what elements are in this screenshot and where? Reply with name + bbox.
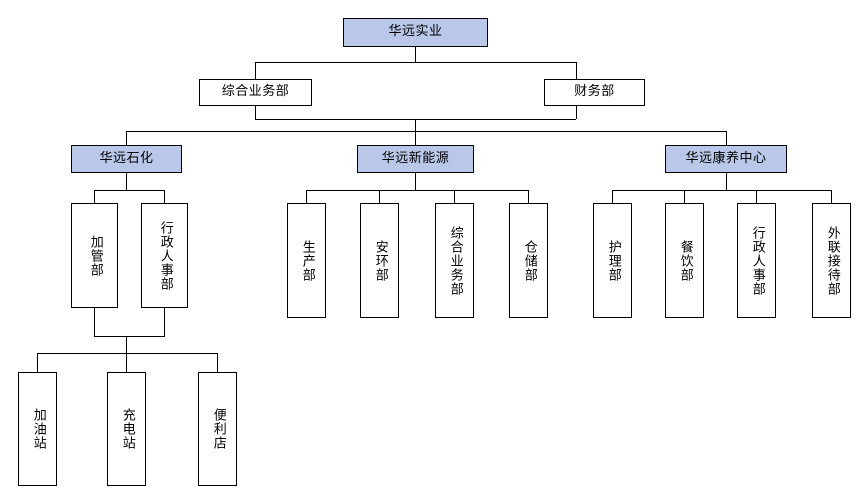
connector-outlet-drop-3 xyxy=(217,353,218,372)
node-label: 生产部 xyxy=(299,239,315,282)
node-label: 华远康养中心 xyxy=(685,150,767,166)
node-label: 华远新能源 xyxy=(381,150,450,166)
node-dept-external-liaison-reception[interactable]: 外联接待部 xyxy=(812,203,851,318)
node-dept-general-business-newenergy[interactable]: 综合业务部 xyxy=(435,203,474,318)
node-dept-warehousing[interactable]: 仓储部 xyxy=(509,203,548,318)
connector-newenergy-bus xyxy=(306,190,528,191)
node-label: 综合业务部 xyxy=(221,84,290,100)
connector-petrochem-drop-2 xyxy=(164,190,165,203)
connector-root-stem xyxy=(415,47,416,62)
node-label: 护理部 xyxy=(605,239,621,282)
connector-staff-exit-left xyxy=(255,106,256,119)
node-label: 行政人事部 xyxy=(749,225,765,296)
node-label: 安环部 xyxy=(372,239,388,282)
node-root-huayuan-industry[interactable]: 华远实业 xyxy=(343,18,488,47)
node-label: 加管部 xyxy=(87,234,103,277)
connector-healthcare-stem xyxy=(726,173,727,190)
connector-petrochem-bus xyxy=(94,190,164,191)
connector-adminhr-exit xyxy=(164,308,165,336)
node-dept-nursing[interactable]: 护理部 xyxy=(593,203,632,318)
node-label: 便利店 xyxy=(210,408,226,450)
connector-outlet-drop-2 xyxy=(126,353,127,372)
connector-healthcare-drop-2 xyxy=(684,190,685,203)
connector-staff-bus-top xyxy=(255,62,576,63)
connector-staff-exit-right xyxy=(576,106,577,119)
connector-subsidiary-bus xyxy=(126,131,726,132)
connector-outlet-stem xyxy=(126,336,127,353)
node-label: 加油站 xyxy=(30,408,46,450)
connector-staff-drop-left xyxy=(255,62,256,79)
node-outlet-charging-station[interactable]: 充电站 xyxy=(107,372,146,486)
connector-petrochem-stem xyxy=(126,173,127,190)
node-subsidiary-new-energy[interactable]: 华远新能源 xyxy=(357,145,474,173)
connector-newenergy-drop-1 xyxy=(306,190,307,203)
node-dept-safety-environment[interactable]: 安环部 xyxy=(360,203,399,318)
connector-subsidiary-drop-newenergy xyxy=(415,131,416,145)
connector-trunk-to-subsidiary-bus xyxy=(415,119,416,131)
connector-newenergy-drop-2 xyxy=(379,190,380,203)
connector-outlet-drop-1 xyxy=(37,353,38,372)
connector-newenergy-stem xyxy=(415,173,416,190)
node-staff-general-business[interactable]: 综合业务部 xyxy=(199,79,312,106)
connector-healthcare-drop-4 xyxy=(831,190,832,203)
node-subsidiary-healthcare[interactable]: 华远康养中心 xyxy=(665,145,787,173)
node-label: 外联接待部 xyxy=(824,225,840,296)
node-outlet-gas-station[interactable]: 加油站 xyxy=(18,372,57,486)
connector-healthcare-drop-3 xyxy=(756,190,757,203)
connector-healthcare-bus xyxy=(612,190,831,191)
node-label: 仓储部 xyxy=(521,239,537,282)
connector-newenergy-drop-4 xyxy=(528,190,529,203)
connector-petrochem-drop-1 xyxy=(94,190,95,203)
connector-petrochem-merge-bus xyxy=(94,336,165,337)
node-outlet-convenience-store[interactable]: 便利店 xyxy=(198,372,237,486)
node-label: 华远实业 xyxy=(388,24,443,40)
node-label: 餐饮部 xyxy=(677,239,693,282)
connector-staff-drop-right xyxy=(576,62,577,79)
node-staff-finance[interactable]: 财务部 xyxy=(544,79,645,106)
node-dept-admin-hr-healthcare[interactable]: 行政人事部 xyxy=(737,203,776,318)
node-dept-admin-hr-petrochem[interactable]: 行政人事部 xyxy=(141,203,188,308)
connector-subsidiary-drop-petrochem xyxy=(126,131,127,145)
node-dept-fuel-management[interactable]: 加管部 xyxy=(71,203,118,308)
node-dept-catering[interactable]: 餐饮部 xyxy=(665,203,704,318)
node-label: 华远石化 xyxy=(99,150,154,166)
connector-healthcare-drop-1 xyxy=(612,190,613,203)
node-dept-production[interactable]: 生产部 xyxy=(287,203,326,318)
connector-fuelmgmt-exit xyxy=(94,308,95,336)
node-label: 财务部 xyxy=(574,84,615,100)
node-label: 充电站 xyxy=(119,408,135,450)
node-label: 综合业务部 xyxy=(447,225,463,296)
node-label: 行政人事部 xyxy=(157,220,173,291)
node-subsidiary-petrochem[interactable]: 华远石化 xyxy=(71,145,182,173)
connector-outlet-bus xyxy=(37,353,217,354)
connector-subsidiary-drop-healthcare xyxy=(726,131,727,145)
connector-newenergy-drop-3 xyxy=(454,190,455,203)
